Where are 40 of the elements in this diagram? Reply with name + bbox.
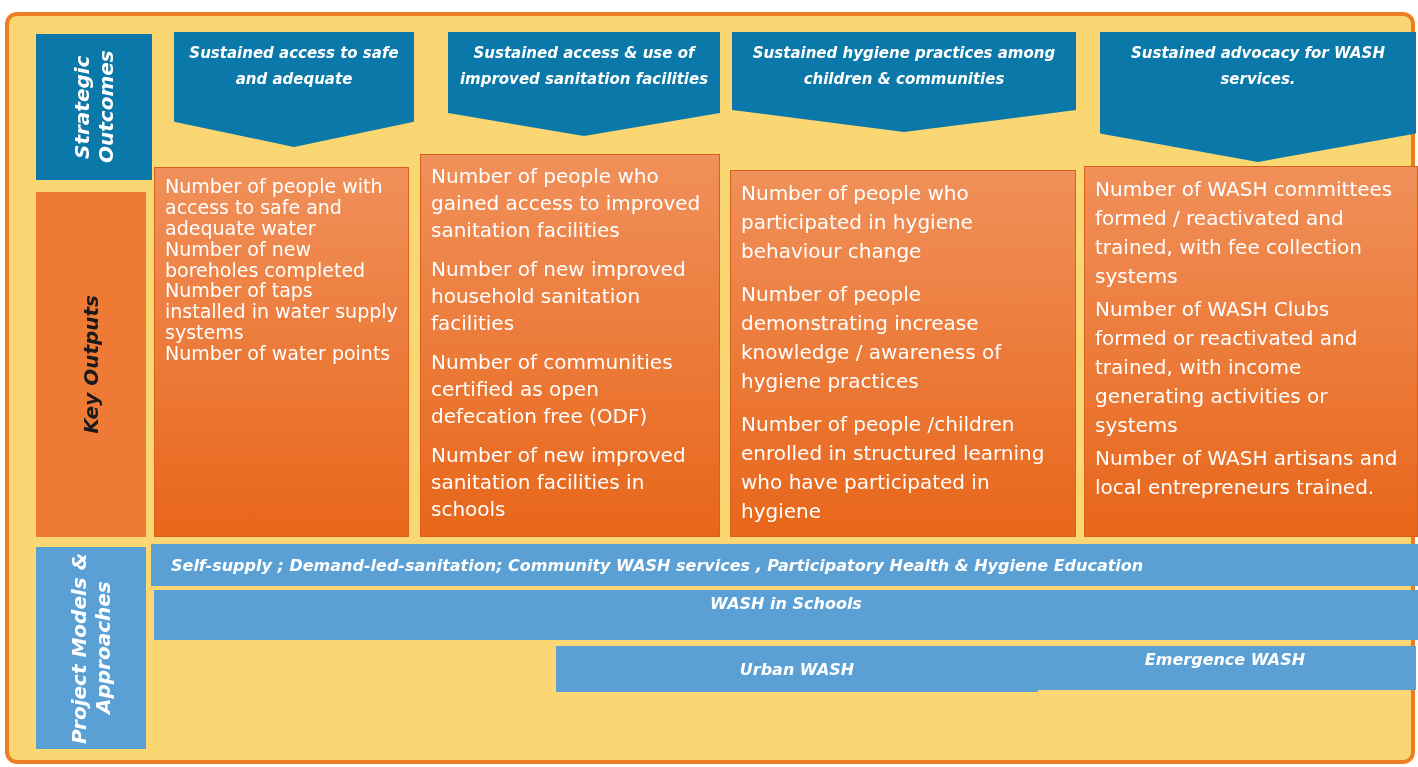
output-box: [1084, 166, 1418, 537]
approach-text: Urban WASH: [739, 659, 855, 679]
row-header-text: Key Outputs: [79, 295, 103, 434]
output-box: [730, 170, 1076, 537]
output-text: Number of WASH Clubs formed or reactivated and trained, with income generating activities or systems: [1095, 296, 1359, 439]
output-text: Number of people /children enrolled in structured learning who have participated in hygiene: [741, 411, 1046, 525]
approach-bar: [154, 590, 1418, 640]
outcome-text: Sustained access to safe and adequate: [188, 43, 400, 91]
approach-bar: [151, 544, 1418, 586]
output-text: Number of people with access to safe and adequate water: [165, 176, 384, 239]
approach-bar: [556, 646, 1038, 692]
output-text: Number of WASH committees formed / reactivated and trained, with fee collection systems: [1095, 176, 1394, 290]
approach-text: WASH in Schools: [710, 594, 862, 613]
frame-panel: [5, 12, 1415, 764]
outcome-text: Sustained access & use of improved sanitation facilities: [458, 43, 710, 91]
row-header-text: Project Models & Approaches: [67, 552, 115, 744]
output-text: Number of people who participated in hygiene behaviour change: [741, 180, 974, 265]
approach-text: Self-supply ; Demand-led-sanitation; Community WASH services , Participatory Health & Hygiene Education: [171, 555, 1144, 575]
output-box: [154, 167, 409, 537]
output-text: Number of communities certified as open defecation free (ODF): [431, 349, 674, 430]
row-header: [36, 547, 146, 749]
outcome-banner: [174, 32, 414, 147]
output-text: Number of WASH artisans and local entrepreneurs trained.: [1095, 445, 1399, 501]
output-text: Number of taps installed in water supply systems: [165, 280, 398, 344]
row-header-text: Strategic Outcomes: [70, 49, 118, 166]
output-text: Number of people who gained access to improved sanitation facilities: [431, 163, 702, 244]
outcome-banner: [732, 32, 1076, 132]
output-text: Number of new boreholes completed: [165, 238, 367, 281]
output-text: Number of people demonstrating increase knowledge / awareness of hygiene practices: [741, 281, 1003, 395]
output-box: [420, 154, 720, 537]
outcome-text: Sustained hygiene practices among children & communities: [751, 43, 1057, 91]
output-text: Number of new improved household sanitation facilities: [431, 256, 687, 337]
outcome-banner: [448, 32, 720, 136]
row-header: [36, 34, 152, 180]
row-header: [36, 192, 146, 537]
output-text: Number of new improved sanitation facilities in schools: [431, 442, 687, 523]
output-text: Number of water points: [165, 343, 392, 364]
outcome-text: Sustained advocacy for WASH services.: [1130, 43, 1386, 91]
outcome-banner: [1100, 32, 1416, 162]
approach-text: Emergence WASH: [1144, 650, 1306, 669]
